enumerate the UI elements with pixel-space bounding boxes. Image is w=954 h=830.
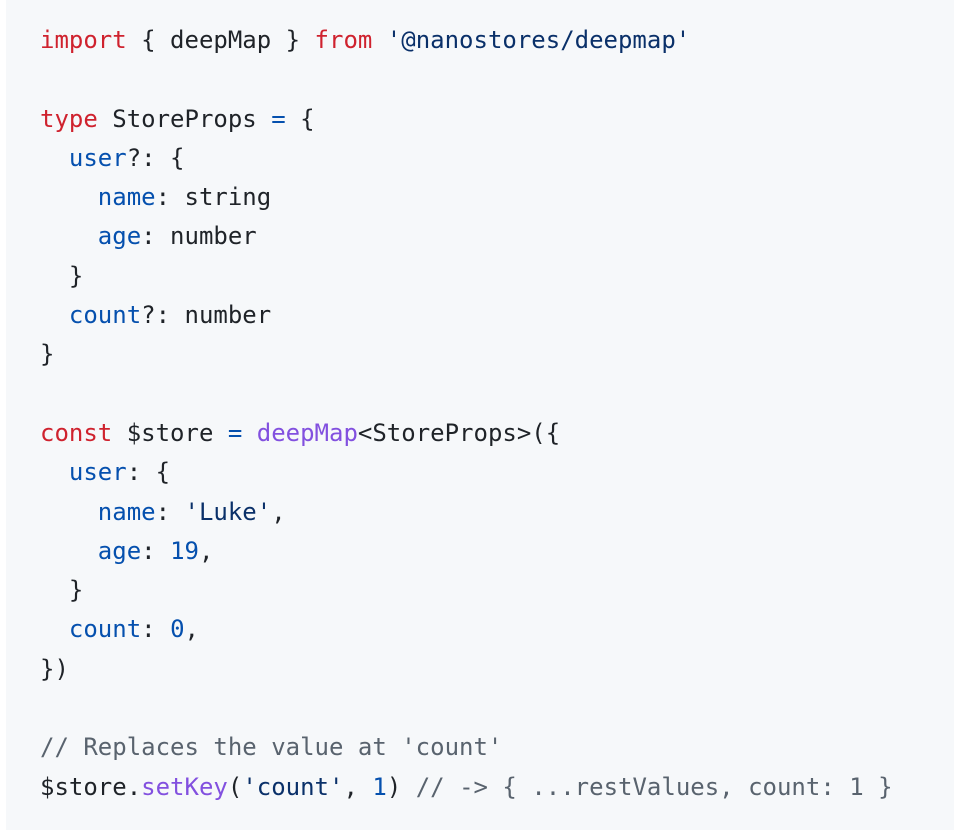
code-line-16: count: 0, xyxy=(40,610,954,649)
property-age: age xyxy=(97,222,142,251)
indent xyxy=(40,183,98,211)
close-brace: } xyxy=(40,261,84,290)
close-paren: ) xyxy=(386,772,416,801)
punctuation: : { xyxy=(126,458,171,487)
equals-operator: = xyxy=(227,418,243,447)
code-line-19: // Replaces the value at 'count' xyxy=(40,728,954,767)
code-line-18 xyxy=(40,689,954,728)
property-name: name xyxy=(97,497,156,526)
comment: // Replaces the value at 'count' xyxy=(40,733,503,762)
indent xyxy=(40,144,69,172)
equals-operator: = xyxy=(271,104,286,133)
indent xyxy=(40,498,98,526)
code-line-4: user?: { xyxy=(40,139,954,178)
import-path-string: '@nanostores/deepmap' xyxy=(386,26,691,54)
indent xyxy=(40,301,69,329)
import-specifier: { deepMap } xyxy=(126,26,315,54)
type-annotation: ?: number xyxy=(141,301,272,330)
comment: // -> { ...restValues, count: 1 } xyxy=(415,772,893,801)
code-line-7: } xyxy=(40,257,954,296)
keyword-const: const xyxy=(40,418,113,447)
property-count: count xyxy=(68,615,142,644)
keyword-import: import xyxy=(40,26,127,54)
punctuation: : xyxy=(141,615,171,644)
type-annotation: : string xyxy=(155,183,272,212)
code-line-5: name: string xyxy=(40,178,954,217)
close-brace: } xyxy=(40,576,84,605)
string-luke: 'Luke' xyxy=(184,497,272,526)
whitespace xyxy=(242,419,256,447)
code-line-10 xyxy=(40,375,954,414)
function-deepmap: deepMap xyxy=(256,418,358,447)
whitespace xyxy=(372,26,386,54)
code-line-6: age: number xyxy=(40,217,954,256)
keyword-type: type xyxy=(40,104,98,133)
comma: , xyxy=(198,536,214,565)
store-object: $store. xyxy=(40,772,142,801)
property-user: user xyxy=(68,458,127,487)
variable-store: $store xyxy=(112,418,228,447)
keyword-from: from xyxy=(314,26,373,54)
indent xyxy=(40,222,98,250)
comma: , xyxy=(343,772,373,801)
property-user: user xyxy=(68,143,127,172)
code-line-13: name: 'Luke', xyxy=(40,493,954,532)
code-line-11: const $store = deepMap<StoreProps>({ xyxy=(40,414,954,453)
open-paren: ( xyxy=(227,772,243,801)
string-count: 'count' xyxy=(242,772,344,801)
code-line-2 xyxy=(40,60,954,99)
number-1: 1 xyxy=(372,772,387,801)
code-block: import { deepMap } from '@nanostores/dee… xyxy=(6,0,954,830)
punctuation: : xyxy=(141,536,171,565)
property-age: age xyxy=(97,536,142,565)
code-line-9: } xyxy=(40,335,954,374)
comma: , xyxy=(184,615,199,644)
number-0: 0 xyxy=(170,615,185,644)
property-count: count xyxy=(68,301,142,330)
close-brace: } xyxy=(40,340,55,369)
property-name: name xyxy=(97,183,156,212)
punctuation: : xyxy=(155,497,185,526)
code-line-1: import { deepMap } from '@nanostores/dee… xyxy=(40,21,954,60)
indent xyxy=(40,615,69,643)
punctuation: ?: { xyxy=(126,143,185,172)
code-line-20: $store.setKey('count', 1) // -> { ...res… xyxy=(40,768,954,807)
function-setkey: setKey xyxy=(141,772,228,801)
code-line-12: user: { xyxy=(40,453,954,492)
close-paren: }) xyxy=(40,654,69,683)
code-line-17: }) xyxy=(40,650,954,689)
indent xyxy=(40,458,69,486)
type-annotation: : number xyxy=(141,222,257,251)
code-line-3: type StoreProps = { xyxy=(40,100,954,139)
code-line-15: } xyxy=(40,571,954,610)
comma: , xyxy=(271,497,286,526)
indent xyxy=(40,537,98,565)
code-line-8: count?: number xyxy=(40,296,954,335)
generic-args: <StoreProps>({ xyxy=(357,418,561,447)
number-19: 19 xyxy=(170,536,199,565)
type-name: StoreProps xyxy=(97,104,272,133)
open-brace: { xyxy=(285,104,315,133)
code-line-14: age: 19, xyxy=(40,532,954,571)
